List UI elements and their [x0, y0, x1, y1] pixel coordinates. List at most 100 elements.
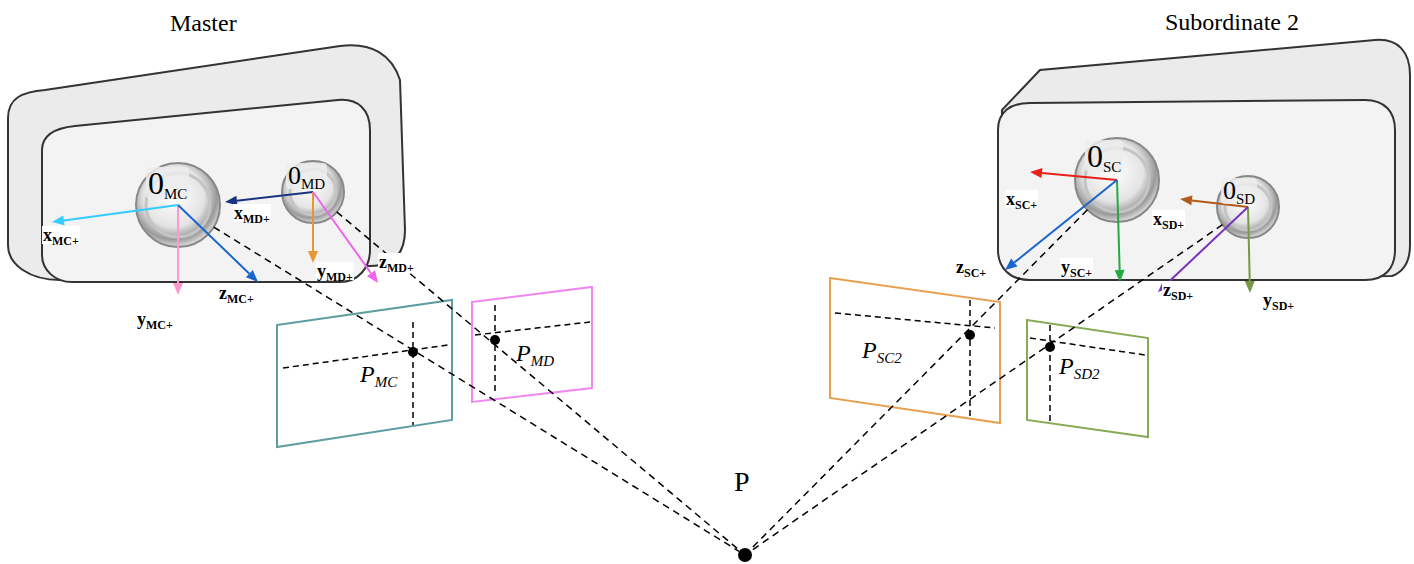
symbol-subscript: MC [164, 186, 187, 202]
lens-center: 0SD [1217, 176, 1279, 238]
axis-line [1248, 207, 1250, 281]
symbol-base: z [379, 252, 387, 272]
axis-line [177, 205, 179, 283]
symbol-base: z [956, 257, 964, 277]
lens-center: 0SC [1075, 138, 1159, 222]
symbol-subscript: SD+ [1162, 218, 1184, 232]
axis-line [237, 192, 313, 201]
axis-arrowhead [1180, 195, 1193, 205]
axis-arrowhead [1030, 168, 1042, 178]
axis-arrowhead [246, 270, 258, 282]
axis-arrowhead [367, 270, 378, 283]
axis-line [312, 192, 314, 251]
symbol-subscript: MC+ [52, 234, 79, 248]
image-plane: PSC2 [830, 278, 1001, 424]
symbol-base: 0 [148, 165, 164, 201]
symbol-base: y [1061, 257, 1070, 277]
symbol-subscript: SD+ [1171, 289, 1193, 303]
projection-label: PMC [360, 362, 397, 386]
axis-label: xSC+ [1005, 190, 1038, 208]
symbol-base: y [317, 261, 326, 281]
symbol-base: 0 [1087, 138, 1103, 174]
symbol-subscript: SD2 [1074, 366, 1100, 382]
symbol-subscript: MD+ [326, 270, 353, 284]
symbol-subscript: SD+ [1272, 299, 1294, 313]
symbol-subscript: SC+ [964, 266, 986, 280]
axis-arrows [52, 168, 1255, 295]
symbol-base: 0 [1223, 176, 1236, 205]
axis-label: zMD+ [378, 253, 415, 271]
symbol-base: P [516, 340, 531, 366]
axis-label: xMC+ [42, 226, 80, 244]
symbol-subscript: MD+ [387, 261, 414, 275]
axis-label: ySC+ [1060, 258, 1093, 276]
symbol-base: x [1153, 209, 1162, 229]
projection-ray-line [750, 210, 1087, 550]
symbol-base: 0 [288, 161, 301, 190]
camera-title: Subordinate 2 [1165, 10, 1299, 34]
projection-ray-line [751, 225, 1223, 551]
projection-ray-line [214, 227, 739, 551]
axis-line [64, 205, 178, 220]
lens-center: 0MC [136, 163, 220, 247]
symbol-subscript: SC+ [1015, 198, 1037, 212]
camera-title: Master [170, 11, 237, 35]
axis-arrowhead [173, 283, 183, 295]
plane-crosshairs [283, 300, 1145, 425]
symbol-subscript: MC [375, 374, 398, 390]
axis-arrowhead [1005, 259, 1017, 270]
symbol-base: P [862, 337, 877, 363]
axis-label: yMD+ [316, 262, 354, 280]
symbol-base: x [234, 203, 243, 223]
image-plane: PMD [472, 287, 593, 403]
axis-label: xSD+ [1152, 210, 1185, 228]
projection-ray [750, 210, 1087, 550]
origin-label: 0SD [1221, 178, 1257, 204]
projection-label: PSC2 [862, 338, 902, 362]
lens-rings [136, 138, 1279, 247]
symbol-base: x [43, 225, 52, 245]
projection-ray [214, 227, 739, 551]
projection-ray-line [337, 212, 740, 551]
axis-arrowhead [52, 215, 65, 225]
axis-label: zSC+ [955, 258, 987, 276]
symbol-subscript: MD [531, 353, 554, 369]
symbol-subscript: MD+ [243, 212, 270, 226]
lens-center: 0MD [282, 161, 344, 223]
origin-label: 0SC [1085, 140, 1123, 172]
image-plane: PSD2 [1027, 320, 1149, 438]
axis-arrowhead [1115, 270, 1125, 282]
symbol-subscript: SC [1103, 159, 1121, 175]
symbol-subscript: MC+ [146, 318, 173, 332]
axis-line [1117, 180, 1120, 270]
symbol-subscript: MC+ [227, 292, 254, 306]
symbol-subscript: MD [301, 176, 325, 192]
origin-label: 0MC [146, 167, 189, 199]
image-plane: PMC [277, 300, 453, 448]
projection-ray [751, 225, 1223, 551]
symbol-base: P [360, 361, 375, 387]
axis-label: zSD+ [1162, 281, 1194, 299]
symbol-base: y [1263, 290, 1272, 310]
projection-ray [337, 212, 740, 551]
subordinate-housing [998, 40, 1410, 280]
axis-label: xMD+ [233, 204, 271, 222]
symbol-base: z [1163, 280, 1171, 300]
world-point: P [738, 548, 752, 562]
symbol-base: z [219, 283, 227, 303]
image-planes [277, 278, 1148, 447]
axis-label: ySD+ [1262, 291, 1295, 309]
projection-label: PMD [516, 341, 554, 365]
master-housing [8, 45, 405, 282]
axis-label: yMC+ [136, 310, 174, 328]
axis-arrowhead [1245, 281, 1255, 293]
symbol-subscript: SC+ [1070, 266, 1092, 280]
symbol-subscript: SD [1236, 191, 1255, 207]
symbol-base: y [137, 309, 146, 329]
symbol-base: P [1059, 353, 1074, 379]
point-label: P [734, 468, 750, 496]
axis-label: zMC+ [218, 284, 255, 302]
projection-label: PSD2 [1059, 354, 1100, 378]
